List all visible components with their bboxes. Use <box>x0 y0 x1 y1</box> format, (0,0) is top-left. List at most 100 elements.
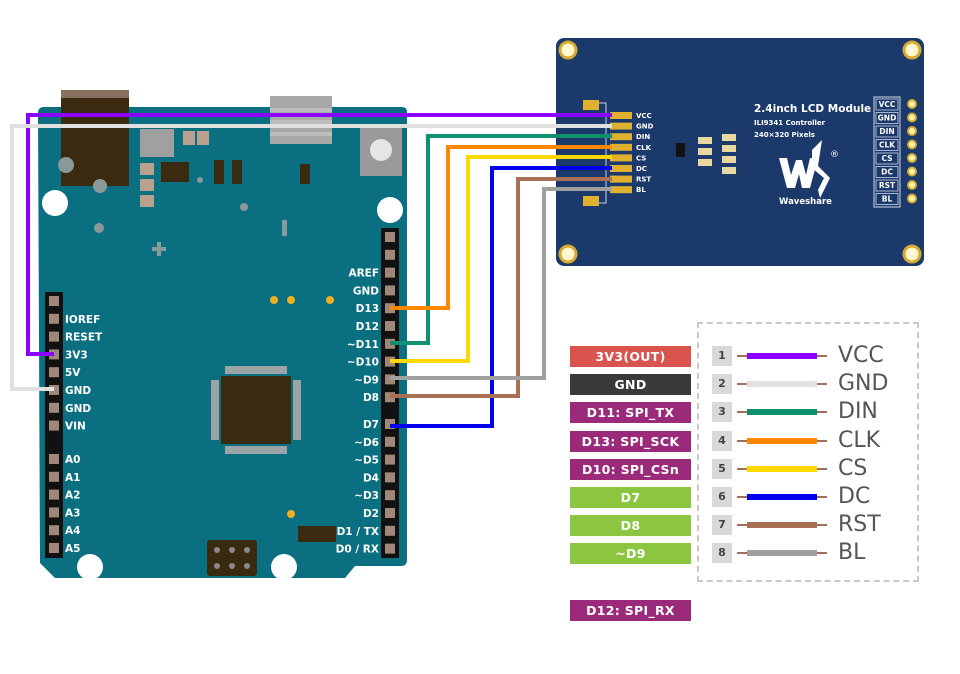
analog-header-pin-label: A5 <box>65 543 80 555</box>
legend-arduino-pin-label: ~D9 <box>570 543 691 564</box>
wire-vcc <box>26 113 612 356</box>
legend-pin-number: 5 <box>712 459 732 479</box>
power-header-pin-label: VIN <box>65 421 86 433</box>
wire-cs <box>390 155 612 363</box>
legend-arduino-pin-label: D7 <box>570 487 691 508</box>
microcontroller-chip <box>221 376 291 444</box>
lcd-side-pin-box-cell <box>875 139 899 151</box>
lcd-resolution: 240×320 Pixels <box>754 131 815 139</box>
lcd-side-pin-label: GND <box>878 114 897 123</box>
mounting-hole <box>77 554 103 580</box>
analog-header-pin-label: A1 <box>65 472 80 484</box>
digital-header-pin-label: D13 <box>356 303 379 315</box>
digital-header-pin <box>385 525 395 536</box>
legend-pin-number: 1 <box>712 346 732 366</box>
digital-header-pin-label: AREF <box>348 268 379 280</box>
lcd-connector-pin-label: DIN <box>636 133 650 141</box>
analog-header-pin <box>49 507 59 518</box>
wire-dc <box>390 166 612 428</box>
analog-header-pin-label: A4 <box>65 525 80 537</box>
waveshare-logo-icon <box>779 140 830 198</box>
lcd-side-pin-label: CS <box>881 154 892 163</box>
legend-pin-number: 8 <box>712 543 732 563</box>
led <box>270 296 278 304</box>
power-header-pin <box>49 367 59 378</box>
legend-pin-name: RST <box>838 512 881 537</box>
digital-header-pin <box>385 543 395 554</box>
power-header-pin-label: GND <box>65 385 91 397</box>
lcd-mount-holes <box>558 40 922 264</box>
legend-wire-swatch <box>737 466 827 472</box>
digital-header-pin <box>385 267 395 278</box>
power-header-pin-label: IOREF <box>65 314 100 326</box>
legend-wire-swatch <box>737 522 827 528</box>
power-jack <box>61 90 129 100</box>
transistor <box>676 143 685 157</box>
digital-header-pin-label: D7 <box>363 419 379 431</box>
analog-header-pin <box>49 489 59 500</box>
lcd-connector-pad <box>610 133 632 141</box>
lcd-connector-pad <box>610 175 632 183</box>
lcd-side-pin-box-cell <box>875 98 899 111</box>
wire-clk <box>390 145 612 310</box>
lcd-side-pin-box-cell <box>875 179 899 192</box>
lcd-side-pin-label: VCC <box>879 100 896 109</box>
lcd-connector-pin-label: CS <box>636 154 646 162</box>
legend-arduino-pin-label: D10: SPI_CSn <box>570 459 691 480</box>
lcd-side-pin-label: DC <box>881 168 893 177</box>
lcd-side-pin-box-cell <box>875 166 899 178</box>
analog-header-pin <box>49 471 59 482</box>
registered-mark: ® <box>830 150 839 160</box>
digital-header-pin-label: ~D10 <box>347 357 379 369</box>
digital-header-pin <box>385 285 395 296</box>
power-header-pin-label: 3V3 <box>65 349 88 361</box>
lcd-side-pin-hole <box>907 139 917 150</box>
lcd-side-pin-hole <box>907 180 917 190</box>
lcd-module: 2.4inch LCD Module ILI9341 Controller 24… <box>556 38 924 266</box>
lcd-connector-pin-label: BL <box>636 186 646 194</box>
analog-header-pin <box>49 454 59 464</box>
digital-header-pin-label: ~D11 <box>347 339 379 351</box>
power-header-pin-label: RESET <box>65 332 103 344</box>
mounting-hole <box>271 554 297 580</box>
mounting-hole <box>42 190 68 216</box>
digital-header-pin-label: GND <box>353 285 379 297</box>
icsp-header-small <box>298 526 336 542</box>
analog-header-pin <box>49 525 59 536</box>
digital-header-pin-label: ~D9 <box>354 374 379 386</box>
power-header-pin <box>49 313 59 324</box>
power-header-pin <box>49 296 59 306</box>
legend-pin-name: VCC <box>838 343 884 368</box>
lcd-controller: ILI9341 Controller <box>754 119 826 127</box>
wire-bl <box>390 187 612 380</box>
lcd-side-pin-hole <box>907 112 917 123</box>
led <box>287 510 295 518</box>
lcd-side-pin-hole <box>907 99 917 109</box>
power-header-pin-label: 5V <box>65 367 81 379</box>
digital-header-pin-label: D1 / TX <box>337 526 379 538</box>
legend-pin-number: 4 <box>712 431 732 451</box>
lcd-side-pin-label: CLK <box>879 141 896 150</box>
lcd-connector-pin-label: RST <box>636 176 651 184</box>
legend-arduino-pin-label: 3V3(OUT) <box>570 346 691 367</box>
lcd-connector-pad <box>610 112 632 119</box>
legend-wire-swatch <box>737 550 827 556</box>
icsp-header <box>207 540 257 576</box>
legend-pin-name: CLK <box>838 428 881 453</box>
legend-pin-name: BL <box>838 540 866 565</box>
legend-lcd-box <box>697 322 919 582</box>
digital-header-pin <box>385 454 395 465</box>
digital-header-pin <box>385 321 395 331</box>
lcd-side-pin-box <box>873 96 901 208</box>
digital-header-pin <box>385 249 395 260</box>
digital-header-pin-label: ~D5 <box>354 455 379 467</box>
legend-wire-swatch <box>737 409 827 415</box>
legend-wire-swatch <box>737 438 827 444</box>
lcd-pcb <box>556 38 924 266</box>
legend-pin-name: GND <box>838 371 889 396</box>
wire-din <box>390 134 612 345</box>
lcd-connector-pin-label: VCC <box>636 112 652 120</box>
lcd-side-pin-label: RST <box>879 181 896 190</box>
lcd-side-pin-box-cell <box>875 112 899 124</box>
